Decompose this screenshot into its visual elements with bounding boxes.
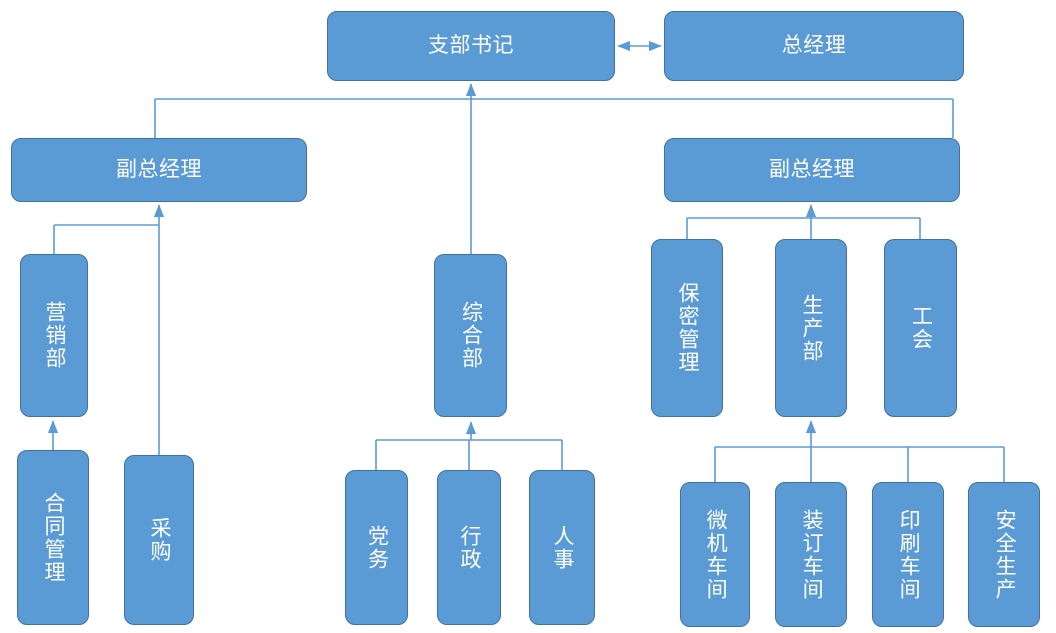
node-purchasing[interactable]: 采购 xyxy=(124,455,194,625)
node-printing-workshop[interactable]: 印刷车间 xyxy=(872,482,944,627)
node-branch-secretary[interactable]: 支部书记 xyxy=(327,11,615,81)
node-label: 副总经理 xyxy=(116,157,202,181)
node-labor-union[interactable]: 工会 xyxy=(884,239,957,417)
node-label: 安全生产 xyxy=(993,508,1017,601)
node-label: 合同管理 xyxy=(42,491,66,584)
node-label: 人事 xyxy=(551,524,575,571)
node-administration[interactable]: 行政 xyxy=(437,470,501,625)
node-computer-workshop[interactable]: 微机车间 xyxy=(680,482,750,627)
node-confidentiality-management[interactable]: 保密管理 xyxy=(651,239,723,417)
node-marketing-department[interactable]: 营销部 xyxy=(20,254,88,417)
node-general-affairs-department[interactable]: 综合部 xyxy=(434,254,507,417)
node-deputy-general-manager-right[interactable]: 副总经理 xyxy=(664,138,960,202)
node-binding-workshop[interactable]: 装订车间 xyxy=(775,482,847,627)
node-deputy-general-manager-left[interactable]: 副总经理 xyxy=(11,138,307,202)
node-label: 装订车间 xyxy=(800,508,824,601)
node-label: 营销部 xyxy=(43,301,67,370)
node-production-department[interactable]: 生产部 xyxy=(775,239,847,417)
node-label: 印刷车间 xyxy=(897,508,921,601)
node-party-affairs[interactable]: 党务 xyxy=(345,470,408,625)
node-safety-production[interactable]: 安全生产 xyxy=(968,482,1040,627)
node-general-manager[interactable]: 总经理 xyxy=(664,11,964,81)
node-label: 微机车间 xyxy=(704,508,728,601)
node-label: 保密管理 xyxy=(676,282,700,374)
node-label: 生产部 xyxy=(800,293,824,363)
node-label: 副总经理 xyxy=(769,157,855,181)
node-label: 支部书记 xyxy=(428,33,514,57)
node-human-resources[interactable]: 人事 xyxy=(529,470,595,625)
node-label: 行政 xyxy=(458,524,482,571)
node-label: 总经理 xyxy=(781,33,847,57)
node-label: 工会 xyxy=(909,305,933,351)
node-label: 综合部 xyxy=(459,301,483,370)
node-label: 采购 xyxy=(148,517,172,563)
node-contract-management[interactable]: 合同管理 xyxy=(17,450,89,625)
node-label: 党务 xyxy=(365,524,389,571)
